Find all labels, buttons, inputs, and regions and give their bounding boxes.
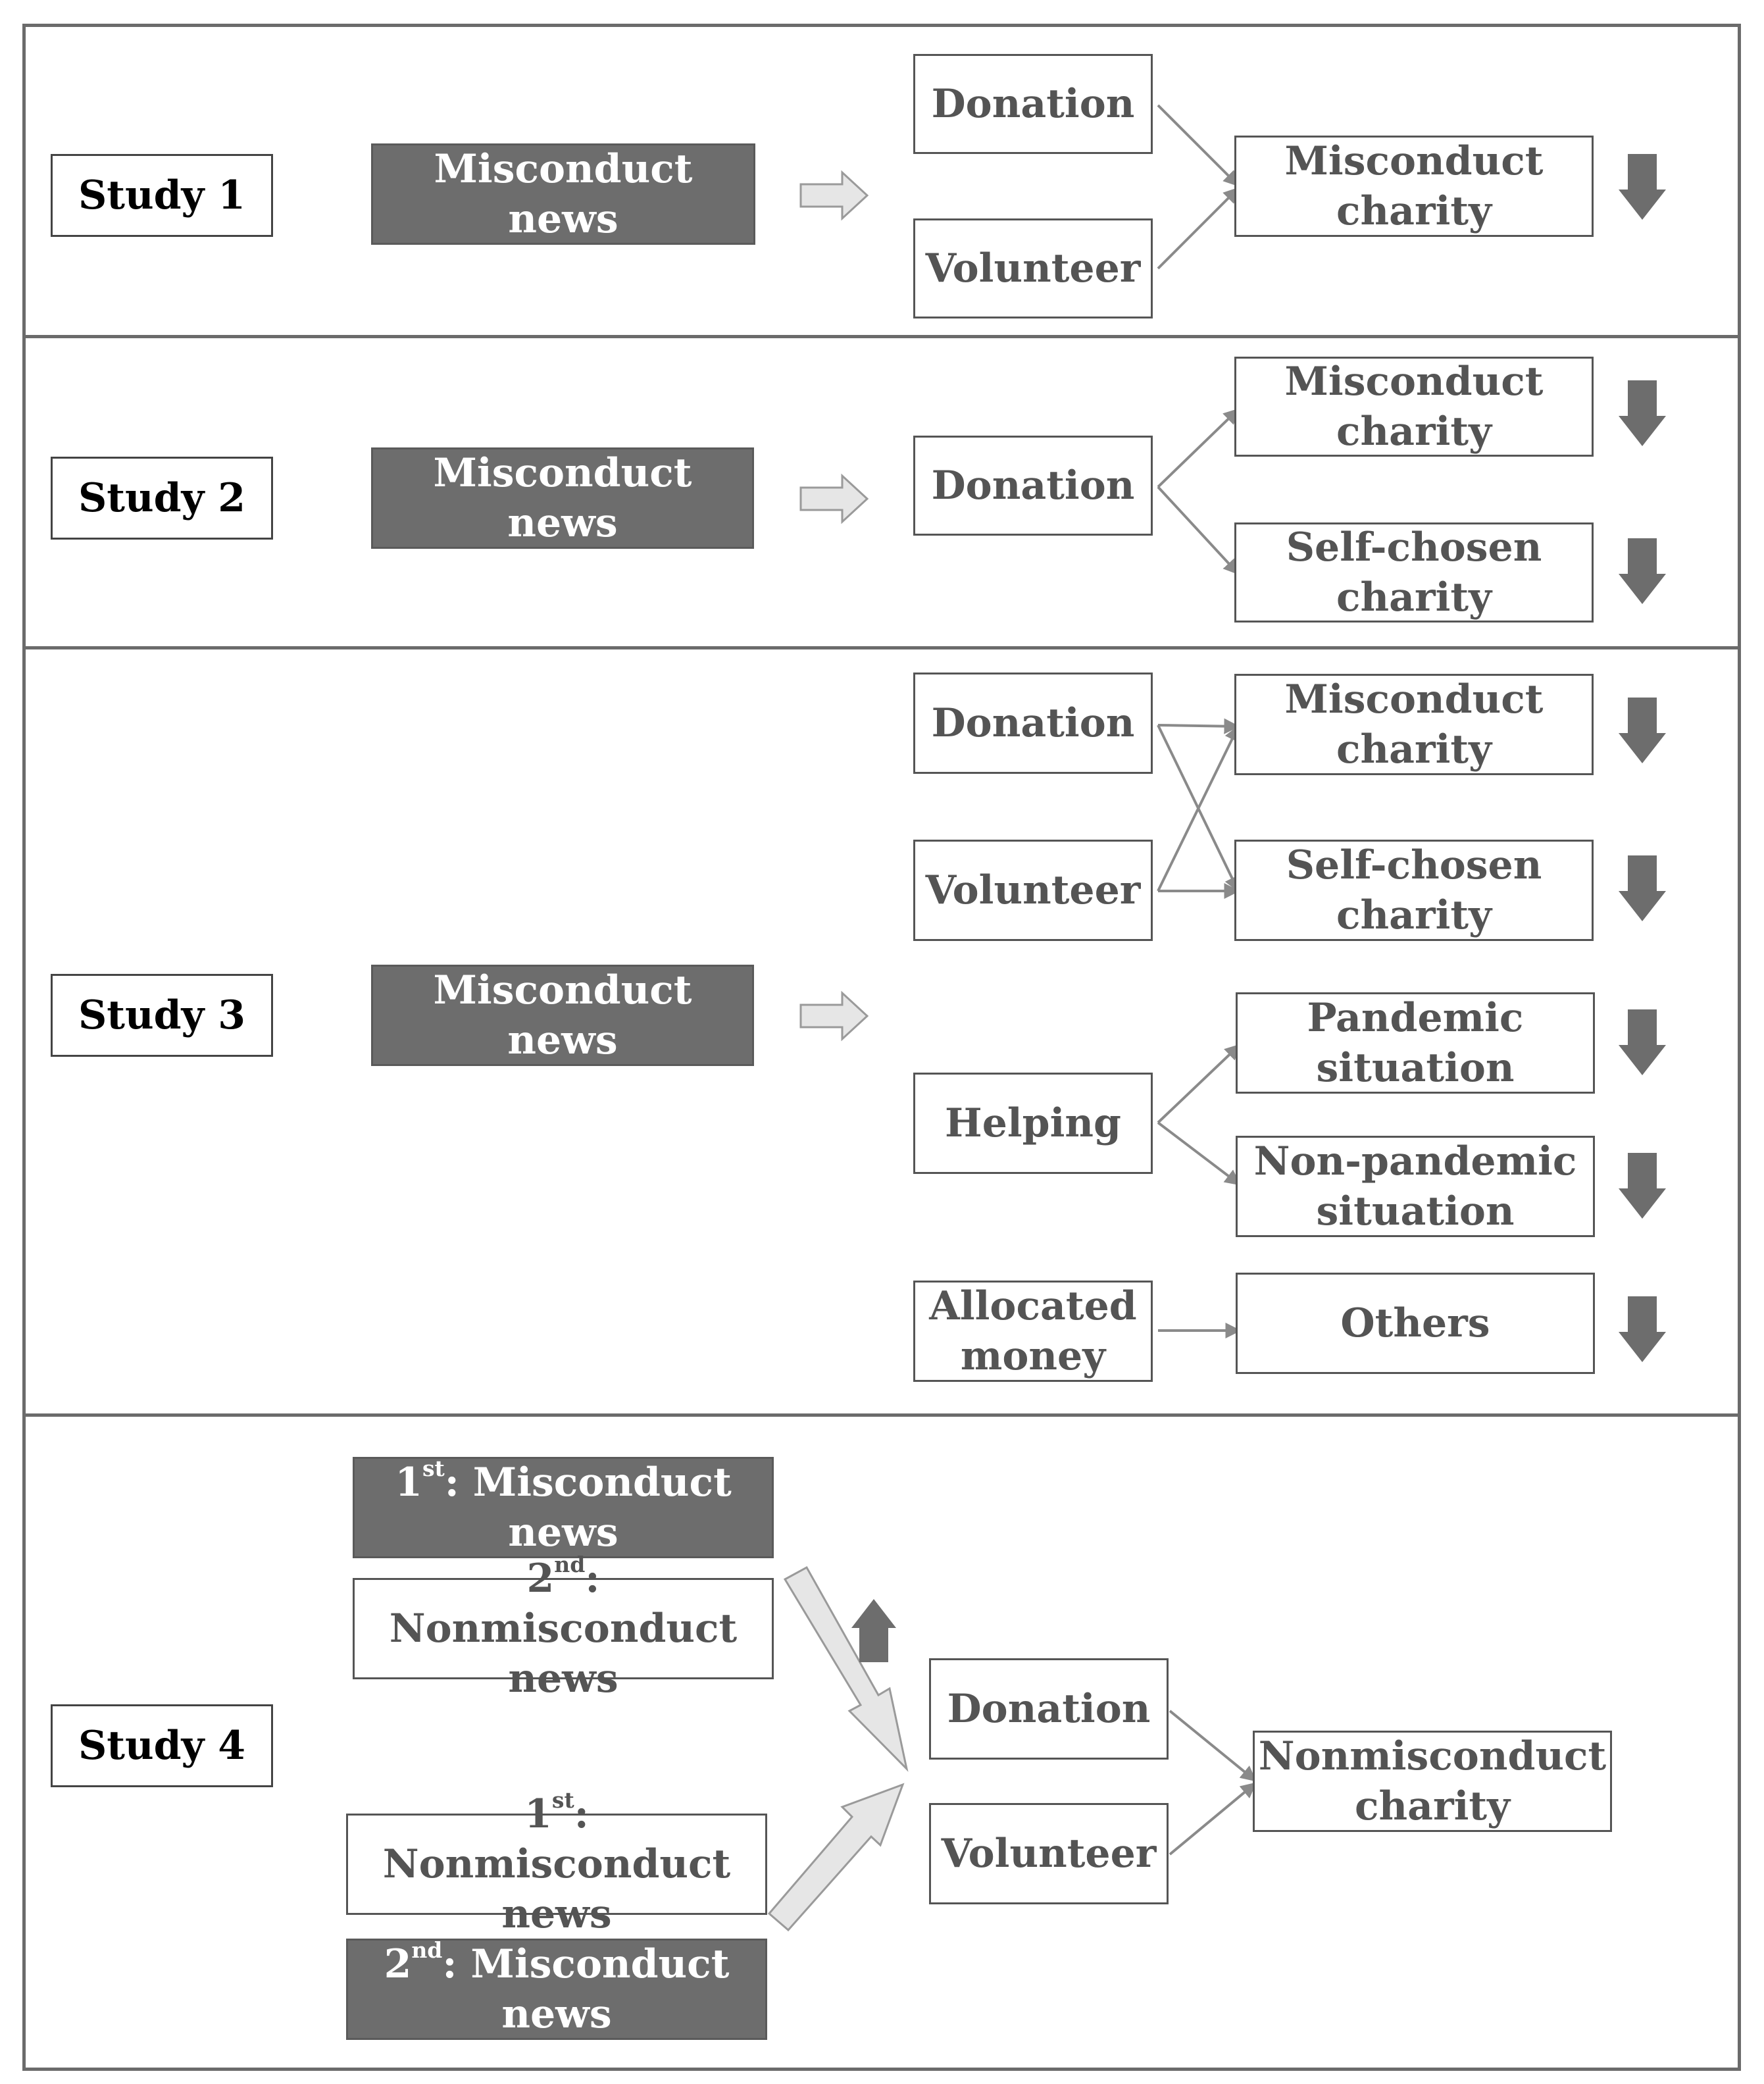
study4-order-b-second: 2nd: Misconduct news	[346, 1937, 767, 2040]
study3-nonpandemic-line2: situation	[1316, 1188, 1515, 1234]
study3-allocated-money: Allocated money	[913, 1281, 1153, 1382]
connector-s3-helping-nonpandemic	[1157, 1121, 1241, 1186]
news-type-text: : Misconduct	[442, 1941, 730, 1987]
connector-s3-volunteer-misconduct	[1157, 724, 1240, 892]
study4-order-a-first: 1st: Misconduct news	[353, 1455, 774, 1558]
block-arrow-right-icon	[799, 990, 869, 1042]
study3-nonpandemic-line1: Non-pandemic	[1253, 1138, 1577, 1184]
study4-volunteer: Volunteer	[929, 1803, 1169, 1904]
study1-volunteer: Volunteer	[913, 218, 1153, 318]
down-arrow-icon	[1619, 154, 1666, 220]
study2-label: Study 2	[51, 457, 273, 540]
news-type-text: : Nonmisconduct	[389, 1555, 738, 1652]
study3-selfchosen-line1: Self-chosen	[1286, 842, 1542, 888]
study3-news: Misconduct news	[371, 965, 754, 1066]
ordinal-number: 1	[524, 1791, 552, 1837]
study3-allocated-line2: money	[960, 1333, 1106, 1379]
up-arrow-icon	[851, 1599, 896, 1662]
study3-helping: Helping	[913, 1073, 1153, 1174]
study4-order-a-first-line1: 1st: Misconduct	[395, 1455, 732, 1508]
study3-misconduct-line2: charity	[1336, 726, 1492, 773]
study4-order-a-second-line1: 2nd: Nonmisconduct	[355, 1551, 772, 1654]
study4-outcome-line1: Nonmisconduct	[1258, 1733, 1607, 1779]
connector-s1-donation-outcome	[1157, 104, 1240, 187]
study3-outcome-nonpandemic: Non-pandemic situation	[1236, 1136, 1595, 1237]
connector-s4-volunteer-outcome	[1169, 1782, 1257, 1856]
study1-outcome: Misconduct charity	[1234, 136, 1594, 237]
study4-order-b-second-line1: 2nd: Misconduct	[384, 1937, 730, 1989]
study2-donation: Donation	[913, 436, 1153, 536]
study4-order-a-second: 2nd: Nonmisconduct news	[353, 1552, 774, 1702]
study1-outcome-line1: Misconduct	[1284, 138, 1544, 184]
connector-s4-donation-outcome	[1169, 1710, 1257, 1782]
study3-outcome-others: Others	[1236, 1273, 1595, 1374]
study2-news: Misconduct news	[371, 447, 754, 549]
study4-label: Study 4	[51, 1704, 273, 1787]
study4-order-a-first-line2: news	[508, 1510, 618, 1556]
connector-s1-volunteer-outcome	[1157, 187, 1240, 270]
down-arrow-icon	[1619, 538, 1666, 604]
study3-outcome-misconduct: Misconduct charity	[1234, 674, 1594, 775]
down-arrow-icon	[1619, 855, 1666, 921]
study3-pandemic-line2: situation	[1316, 1045, 1515, 1091]
study1-news: Misconduct news	[371, 143, 755, 245]
connector-s3-donation-misconduct	[1157, 718, 1240, 734]
connector-s3-helping-pandemic	[1157, 1044, 1241, 1124]
study4-outcome-line2: charity	[1354, 1783, 1510, 1829]
study4-order-b-first-line2: news	[501, 1891, 612, 1938]
study1-donation: Donation	[913, 54, 1153, 154]
study4-panel	[22, 1413, 1741, 2071]
down-arrow-icon	[1619, 1009, 1666, 1075]
study4-donation: Donation	[929, 1658, 1169, 1760]
block-arrow-diagonal-up-icon	[767, 1783, 905, 1932]
study2-outcome1-line2: charity	[1336, 409, 1492, 455]
study2-outcome-misconduct: Misconduct charity	[1234, 357, 1594, 457]
block-arrow-right-icon	[799, 170, 869, 221]
study2-outcome1-line1: Misconduct	[1284, 358, 1544, 405]
study2-outcome2-line2: charity	[1336, 574, 1492, 621]
study3-pandemic-line1: Pandemic	[1307, 994, 1524, 1041]
study1-outcome-line2: charity	[1336, 188, 1492, 234]
down-arrow-icon	[1619, 698, 1666, 763]
study3-outcome-selfchosen: Self-chosen charity	[1234, 840, 1594, 941]
study3-allocated-line1: Allocated	[929, 1283, 1137, 1329]
down-arrow-icon	[1619, 1153, 1666, 1219]
ordinal-suffix: st	[422, 1455, 445, 1481]
study3-volunteer: Volunteer	[913, 840, 1153, 941]
news-type-text: : Misconduct	[444, 1459, 732, 1506]
down-arrow-icon	[1619, 380, 1666, 446]
news-type-text: : Nonmisconduct	[382, 1791, 731, 1887]
study2-outcome2-line1: Self-chosen	[1286, 524, 1542, 571]
study3-donation: Donation	[913, 673, 1153, 774]
ordinal-suffix: nd	[411, 1937, 443, 1963]
ordinal-number: 2	[526, 1555, 555, 1602]
down-arrow-icon	[1619, 1296, 1666, 1362]
connector-s2-donation-misconduct	[1157, 408, 1240, 488]
study4-order-b-first-line1: 1st: Nonmisconduct	[348, 1787, 765, 1889]
study3-selfchosen-line2: charity	[1336, 892, 1492, 938]
block-arrow-right-icon	[799, 473, 869, 524]
study4-order-a-second-line2: news	[508, 1656, 618, 1702]
ordinal-number: 2	[384, 1941, 412, 1987]
study3-misconduct-line1: Misconduct	[1284, 676, 1544, 723]
study4-outcome: Nonmisconduct charity	[1253, 1731, 1612, 1832]
study1-label: Study 1	[51, 154, 273, 237]
study3-label: Study 3	[51, 974, 273, 1057]
ordinal-suffix: st	[551, 1787, 574, 1813]
study2-outcome-selfchosen: Self-chosen charity	[1234, 522, 1594, 623]
connector-s2-donation-selfchosen	[1157, 486, 1240, 575]
ordinal-number: 1	[395, 1459, 422, 1506]
study4-order-b-second-line2: news	[501, 1991, 612, 2037]
study4-order-b-first: 1st: Nonmisconduct news	[346, 1787, 767, 1937]
block-arrow-diagonal-down-icon	[783, 1565, 909, 1772]
ordinal-suffix: nd	[554, 1551, 586, 1577]
study3-outcome-pandemic: Pandemic situation	[1236, 992, 1595, 1094]
